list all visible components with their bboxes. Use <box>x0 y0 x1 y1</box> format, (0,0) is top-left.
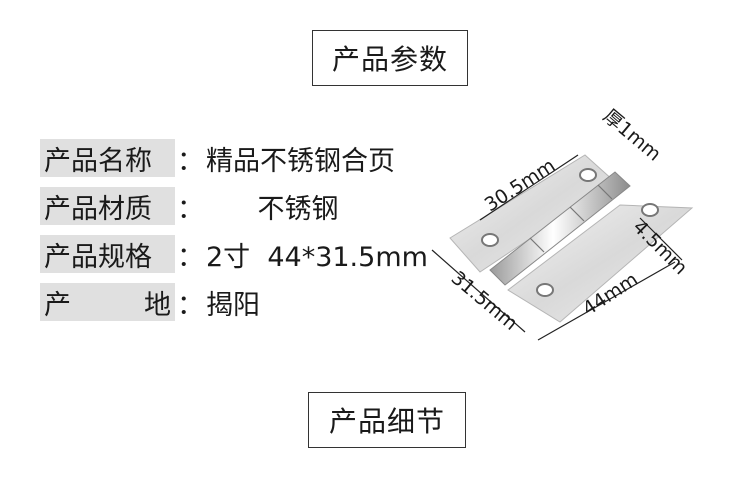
spec-row-size: 产品规格 ： 2寸 44*31.5mm <box>40 235 428 273</box>
hinge-figure: 厚1mm 30.5mm 4.5mm 31.5mm 44mm <box>431 105 694 341</box>
section-title-params-text: 产品参数 <box>331 43 448 76</box>
spec-value-name: 精品不锈钢合页 <box>206 145 395 177</box>
spec-label-size: 产品规格 <box>40 235 175 273</box>
dim-line-width <box>431 249 526 333</box>
hinge-hole <box>579 168 597 182</box>
spec-row-material: 产品材质 ： 不锈钢 <box>40 187 339 225</box>
section-title-params: 产品参数 <box>312 30 468 86</box>
spec-colon: ： <box>177 193 204 225</box>
spec-row-origin: 产 地 ： 揭阳 <box>40 283 260 321</box>
section-title-details-text: 产品细节 <box>328 405 445 438</box>
spec-row-name: 产品名称 ： 精品不锈钢合页 <box>40 139 395 177</box>
spec-colon: ： <box>177 289 204 321</box>
spec-label-material: 产品材质 <box>40 187 175 225</box>
spec-colon: ： <box>177 241 204 273</box>
knuckle-segment-line <box>597 184 613 200</box>
hinge-hole <box>481 233 499 247</box>
spec-value-origin: 揭阳 <box>206 289 260 321</box>
knuckle-segment-line <box>569 206 585 222</box>
dim-line-hole-spacing <box>479 154 579 221</box>
dim-line-hole-offset <box>639 217 683 261</box>
section-title-details: 产品细节 <box>308 392 466 448</box>
hinge-right-plate <box>507 204 694 323</box>
spec-colon: ： <box>177 145 204 177</box>
spec-label-origin: 产 地 <box>40 283 175 321</box>
spec-label-name: 产品名称 <box>40 139 175 177</box>
hinge-knuckle <box>489 171 631 286</box>
hinge-hole <box>641 203 659 217</box>
dim-line-length <box>537 261 676 341</box>
spec-value-size: 2寸 44*31.5mm <box>206 241 428 273</box>
hinge-hole <box>536 283 554 297</box>
spec-value-material: 不锈钢 <box>206 193 339 225</box>
dim-label-thickness: 厚1mm <box>599 105 665 166</box>
knuckle-segment-line <box>529 237 545 253</box>
